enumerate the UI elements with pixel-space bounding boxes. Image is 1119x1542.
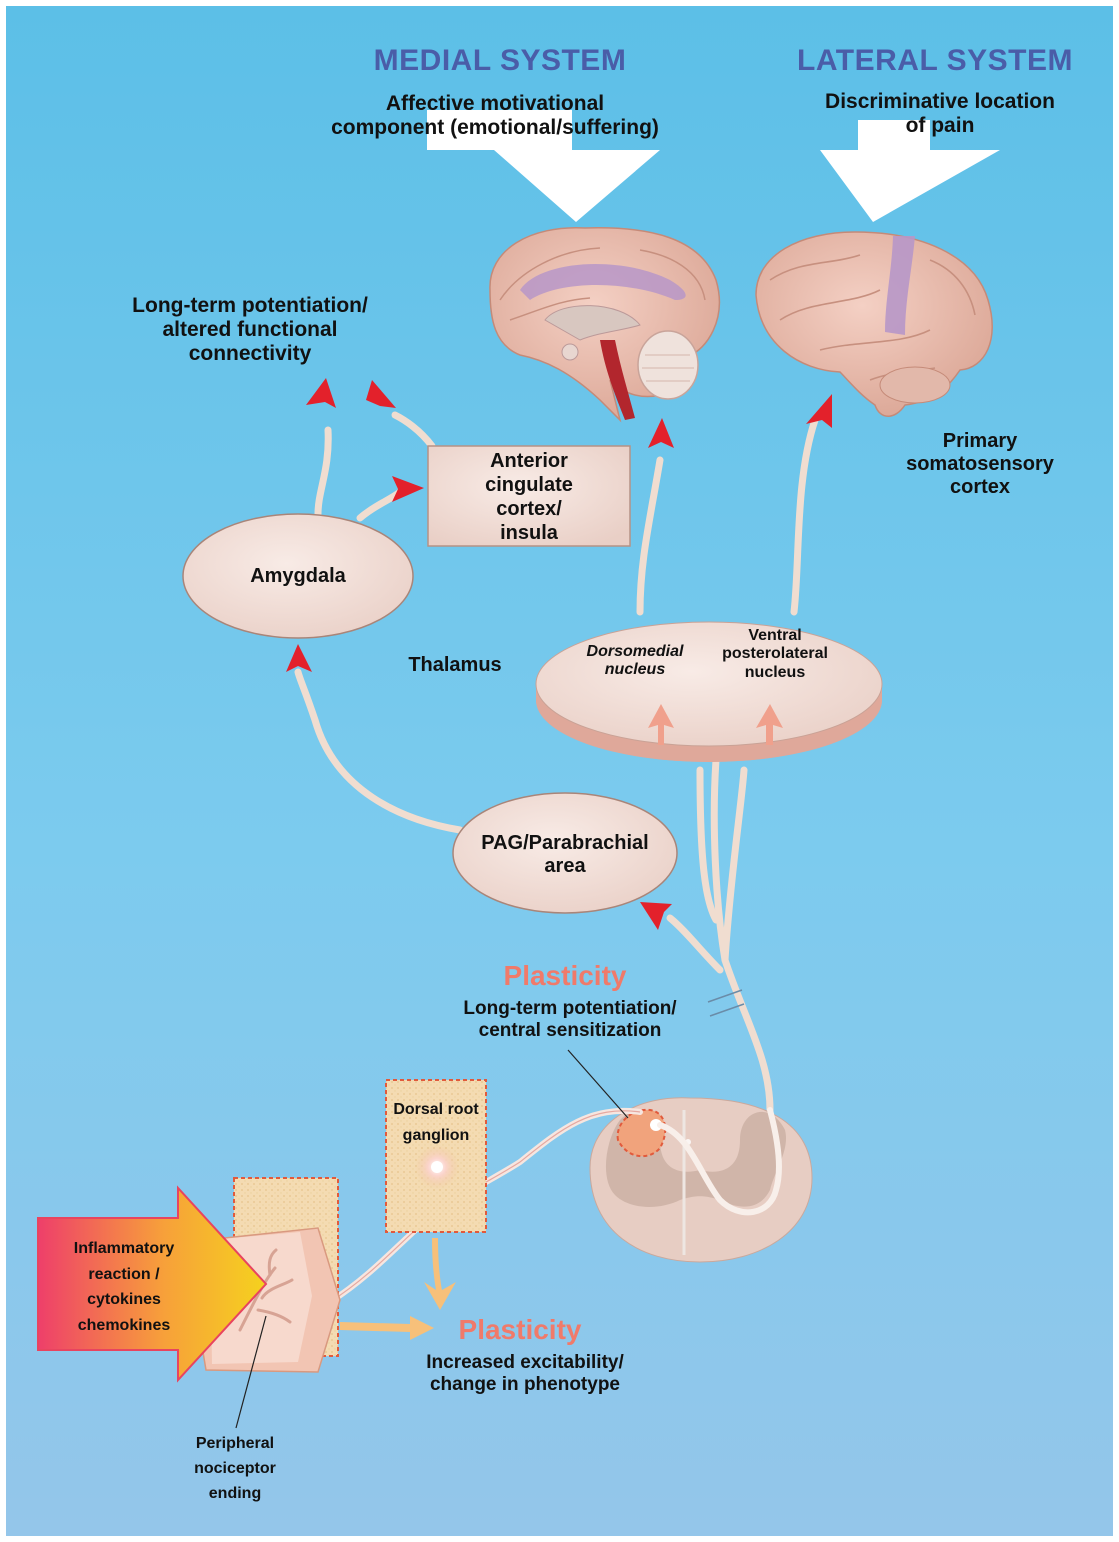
plasticity-central-line1: Long-term potentiation/: [430, 998, 710, 1020]
drg-label: Dorsal root ganglion: [386, 1097, 486, 1148]
vpl-label: Ventral posterolateral nucleus: [700, 627, 850, 682]
drg-line1: Dorsal root: [386, 1097, 486, 1123]
acc-line1: Anterior: [428, 449, 630, 473]
ltp-connectivity-label: Long-term potentiation/ altered function…: [100, 294, 400, 366]
inflammatory-line3: cytokines: [44, 1287, 204, 1313]
s1-line1: Primary: [860, 430, 1100, 453]
drg-line2: ganglion: [386, 1123, 486, 1149]
ltp-line1: Long-term potentiation/: [100, 294, 400, 318]
lateral-desc-line1: Discriminative location: [790, 90, 1090, 114]
inflammatory-label: Inflammatory reaction / cytokines chemok…: [44, 1236, 204, 1338]
thalamus-label: Thalamus: [390, 654, 520, 677]
pag-line2: area: [455, 855, 675, 878]
vpl-line1: Ventral: [700, 627, 850, 645]
acc-line3: cortex/: [428, 497, 630, 521]
acc-line4: insula: [428, 521, 630, 545]
nociceptor-line1: Peripheral: [170, 1432, 300, 1457]
inflammatory-line1: Inflammatory: [44, 1236, 204, 1262]
s1-label: Primary somatosensory cortex: [860, 430, 1100, 499]
dorsomedial-line1: Dorsomedial: [570, 643, 700, 661]
inflammatory-line4: chemokines: [44, 1313, 204, 1339]
acc-line2: cingulate: [428, 473, 630, 497]
amygdala-label: Amygdala: [200, 565, 396, 588]
medial-desc-line2: component (emotional/suffering): [290, 116, 700, 140]
pag-label: PAG/Parabrachial area: [455, 832, 675, 878]
lateral-system-title: LATERAL SYSTEM: [775, 44, 1095, 79]
s1-line3: cortex: [860, 476, 1100, 499]
plasticity-central-desc: Long-term potentiation/ central sensitiz…: [430, 998, 710, 1042]
plasticity-peripheral-line2: change in phenotype: [395, 1374, 655, 1396]
dorsomedial-line2: nucleus: [570, 661, 700, 679]
dorsomedial-label: Dorsomedial nucleus: [570, 643, 700, 680]
vpl-line2: posterolateral: [700, 645, 850, 663]
nociceptor-line2: nociceptor: [170, 1457, 300, 1482]
nociceptor-label: Peripheral nociceptor ending: [170, 1432, 300, 1506]
lateral-system-desc: Discriminative location of pain: [790, 90, 1090, 138]
plasticity-central-line2: central sensitization: [430, 1020, 710, 1042]
ltp-line2: altered functional: [100, 318, 400, 342]
pag-line1: PAG/Parabrachial: [455, 832, 675, 855]
plasticity-peripheral-line1: Increased excitability/: [395, 1352, 655, 1374]
ltp-line3: connectivity: [100, 342, 400, 366]
vpl-line3: nucleus: [700, 664, 850, 682]
plasticity-peripheral-title: Plasticity: [420, 1314, 620, 1346]
medial-system-title: MEDIAL SYSTEM: [335, 44, 665, 79]
s1-line2: somatosensory: [860, 453, 1100, 476]
nociceptor-line3: ending: [170, 1482, 300, 1507]
plasticity-peripheral-desc: Increased excitability/ change in phenot…: [395, 1352, 655, 1396]
plasticity-central-title: Plasticity: [460, 960, 670, 992]
medial-system-desc: Affective motivational component (emotio…: [290, 92, 700, 140]
inflammatory-line2: reaction /: [44, 1262, 204, 1288]
lateral-desc-line2: of pain: [790, 114, 1090, 138]
acc-label: Anterior cingulate cortex/ insula: [428, 449, 630, 545]
medial-desc-line1: Affective motivational: [290, 92, 700, 116]
